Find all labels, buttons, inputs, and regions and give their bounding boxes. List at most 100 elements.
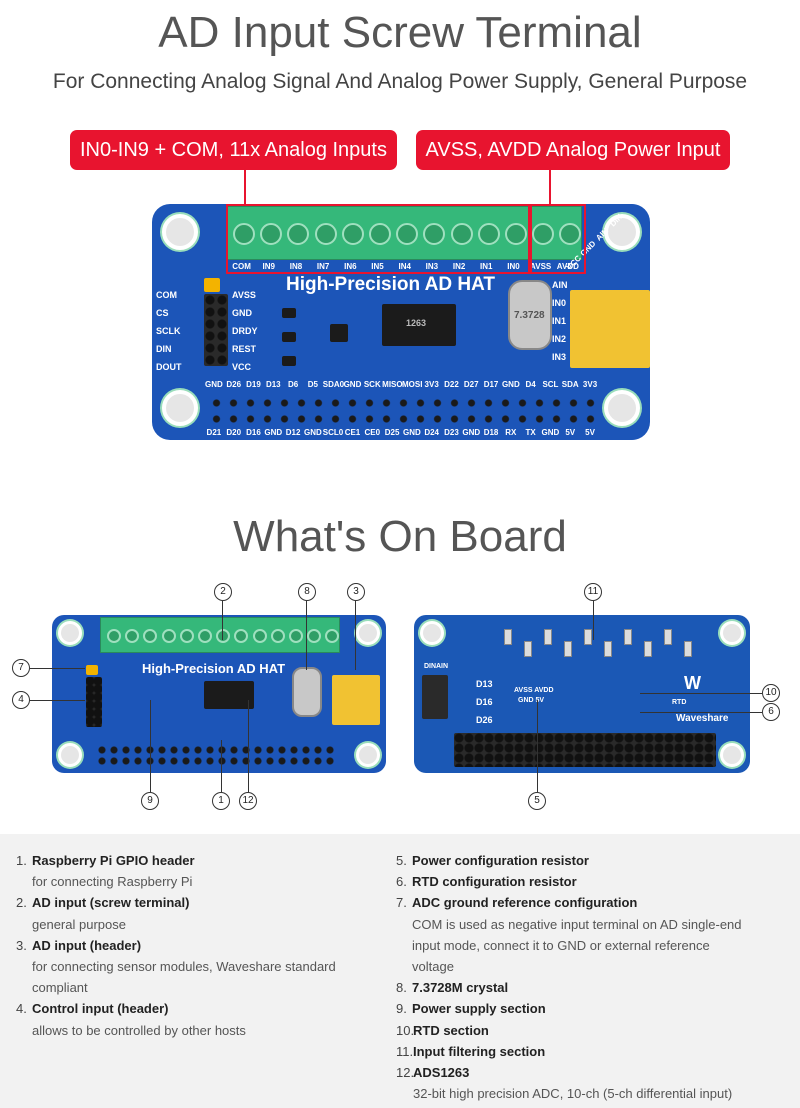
marker-leader-line (150, 700, 151, 792)
gpio-label: D24 (424, 428, 439, 437)
gpio-label: 5V (565, 428, 576, 437)
list-item-title: Control input (header) (32, 1001, 169, 1017)
filter-capacitor (644, 641, 652, 657)
terminal-screw (559, 223, 582, 245)
mounting-hole (162, 214, 198, 250)
gpio-label: GND (205, 380, 223, 389)
marker-leader-line (30, 700, 85, 701)
terminal-screw (307, 629, 322, 643)
terminal-screw (270, 629, 285, 643)
terminal-label: IN4 (398, 262, 411, 271)
pin-label: IN1 (552, 316, 567, 326)
list-item-title: ADS1263 (413, 1065, 470, 1081)
marker-leader-line (537, 700, 538, 792)
section-title: What's On Board (233, 512, 567, 561)
screw-terminal-block (100, 617, 340, 653)
mounting-hole (162, 390, 198, 426)
power-config-label-2: GND 5V (518, 697, 545, 704)
gpio-label: SCK (363, 380, 381, 389)
gpio-label: GND (402, 428, 421, 437)
feature-list-panel (0, 834, 800, 1108)
gpio-socket (454, 733, 716, 767)
board-front-view: High-Precision AD HAT (52, 615, 386, 773)
gpio-label: MOSI (401, 380, 423, 389)
regulator (330, 324, 348, 342)
gpio-label: RX (505, 428, 517, 437)
waveshare-logo-icon: W (684, 673, 701, 693)
gpio-label: D26 (226, 380, 242, 389)
filter-capacitor (584, 629, 592, 645)
list-item-number: 1. (16, 853, 27, 868)
din-ain-header (422, 675, 448, 719)
pin-label: IN3 (552, 352, 567, 362)
list-item-number: 3. (16, 937, 27, 953)
list-item-number: 9. (396, 1001, 407, 1017)
ads1263-chip: 1263 (382, 304, 456, 346)
gpio-pin-row (208, 396, 600, 410)
brand-label: Waveshare (676, 713, 729, 724)
terminal-label: IN6 (344, 262, 357, 271)
gpio-label: D21 (206, 428, 222, 437)
list-item-desc: compliant (32, 980, 88, 996)
list-item-title: RTD section (413, 1022, 489, 1038)
gpio-label: D19 (246, 380, 261, 389)
marker-leader-line (222, 601, 223, 640)
gpio-label: CE0 (364, 428, 381, 437)
gpio-label: D25 (384, 428, 400, 437)
list-item-number: 11. (396, 1043, 414, 1059)
filter-capacitor (604, 641, 612, 657)
list-item-title: Raspberry Pi GPIO header (32, 853, 195, 868)
marker-leader-line (306, 601, 307, 670)
terminal-label: IN9 (262, 262, 275, 271)
pin-label: REST (232, 344, 257, 354)
pin-label: AVSS (232, 290, 256, 300)
pin-label: VCC (232, 362, 252, 372)
gpio-label: D4 (525, 380, 536, 389)
mounting-hole (356, 621, 380, 645)
power-highlight-frame (530, 204, 586, 274)
transistor (282, 332, 296, 342)
feature-list-right: 5.Power configuration resistor 6. RTD conf… (396, 850, 786, 1104)
list-item: 4.Control input (header)allows to be con… (16, 998, 376, 1040)
terminal-screw (143, 629, 158, 643)
list-item: 5.Power configuration resistor (396, 850, 786, 871)
pin-label: D26 (476, 715, 493, 725)
list-item-number: 6. (396, 874, 407, 890)
gpio-label: D23 (444, 428, 459, 437)
terminal-screw (369, 223, 391, 245)
mounting-hole (604, 214, 640, 250)
terminal-label: IN2 (452, 262, 466, 271)
filter-capacitor (624, 629, 632, 645)
terminal-screw (125, 629, 140, 643)
terminal-screw (325, 629, 340, 643)
pin-label: IN0 (552, 298, 567, 308)
terminal-screw (287, 223, 310, 245)
list-item-desc: 32-bit high precision ADC, 10-ch (5-ch d… (413, 1086, 733, 1102)
pin-label: DOUT (156, 362, 182, 372)
marker-4: 4 (12, 691, 30, 709)
list-item-desc: input mode, connect it to GND or externa… (412, 937, 710, 953)
list-item-desc: general purpose (32, 916, 126, 932)
mounting-hole (720, 743, 744, 767)
pin-label: SCLK (156, 326, 181, 336)
pin-label: COM (156, 290, 177, 300)
list-item-desc: voltage (412, 959, 454, 975)
list-item-text: RTD configuration resistor (412, 871, 786, 892)
list-item: 8.7.3728M crystal (396, 977, 786, 998)
gpio-label: GND (303, 428, 322, 437)
board-name: High-Precision AD HAT (142, 661, 286, 676)
mounting-hole (604, 390, 640, 426)
list-item: 2.AD input (screw terminal)general purpo… (16, 892, 376, 934)
terminal-screw (179, 629, 194, 643)
list-item-desc: for connecting sensor modules, Waveshare… (32, 959, 336, 975)
terminal-screw (198, 629, 212, 643)
mounting-hole (720, 621, 744, 645)
page-title: AD Input Screw Terminal (158, 8, 642, 57)
list-item-title: Power supply section (412, 1001, 546, 1017)
gpio-label: D18 (483, 428, 499, 437)
